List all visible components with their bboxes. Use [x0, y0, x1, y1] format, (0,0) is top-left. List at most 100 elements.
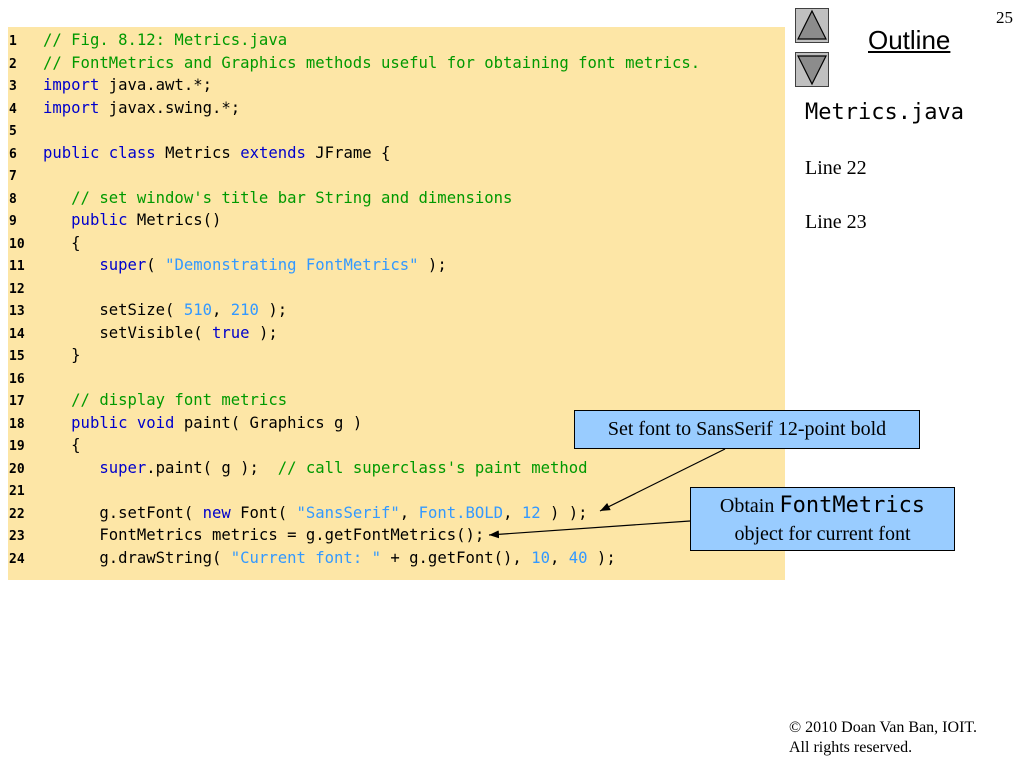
line-number: 4 [9, 101, 17, 117]
code-line: 20 super.paint( g ); // call superclass'… [8, 457, 785, 480]
code-plain: Metrics() [127, 211, 222, 229]
code-plain: g.drawString( [43, 548, 231, 567]
line-number: 23 [9, 529, 25, 544]
code-literal: "Demonstrating FontMetrics" [165, 256, 419, 274]
callout-text: Obtain [719, 495, 775, 517]
code-comment: // set window's title bar String and dim… [43, 188, 513, 207]
callout-line-1: Obtain FontMetrics [691, 492, 954, 520]
code-plain: FontMetrics metrics = g.getFontMetrics()… [43, 526, 485, 544]
code-line: 7 [8, 164, 785, 187]
code-plain: ); [249, 323, 278, 342]
code-literal: Font.BOLD [418, 503, 504, 522]
line-number: 7 [9, 169, 17, 184]
callout-text: Set font to SansSerif 12-point bold [607, 418, 887, 440]
line-number: 1 [9, 34, 17, 49]
line-number: 2 [9, 56, 17, 72]
code-comment: // FontMetrics and Graphics methods usef… [43, 53, 701, 72]
page-number: 25 [996, 8, 1013, 27]
code-keyword: public [43, 211, 128, 229]
code-keyword: void [127, 413, 175, 432]
code-line: 8 // set window's title bar String and d… [8, 187, 785, 210]
line-code: public void paint( Graphics g ) [43, 414, 362, 432]
outline-ref-line-22: Line 22 [805, 157, 867, 179]
code-literal: 210 [230, 301, 259, 319]
code-keyword: import [43, 98, 100, 117]
line-number: 8 [9, 191, 17, 207]
code-line: 13 setSize( 510, 210 ); [8, 299, 785, 322]
copyright-text: © 2010 Doan Van Ban, IOIT. [789, 719, 977, 736]
code-plain: { [43, 436, 81, 454]
code-keyword: super [43, 256, 147, 274]
line-number: 13 [9, 304, 25, 319]
code-line: 14 setVisible( true ); [8, 322, 785, 345]
nav-down-button[interactable] [795, 52, 829, 87]
line-number: 22 [9, 506, 25, 522]
code-literal: 12 [521, 503, 541, 522]
line-code: FontMetrics metrics = g.getFontMetrics()… [43, 526, 484, 544]
line-number: 20 [9, 461, 25, 477]
code-plain: setVisible( [43, 323, 212, 342]
code-plain: , [212, 301, 231, 319]
footer: © 2010 Doan Van Ban, IOIT. All rights re… [789, 718, 977, 758]
code-line: 10 { [8, 232, 785, 255]
line-number: 9 [9, 214, 17, 229]
line-code: } [43, 346, 81, 364]
callout-text: object for current font [734, 523, 911, 545]
line-code: import java.awt.*; [43, 76, 212, 94]
outline-link[interactable]: Outline [868, 25, 951, 55]
code-line: 9 public Metrics() [8, 209, 785, 232]
line-number: 14 [9, 326, 25, 342]
code-keyword: import [43, 76, 100, 94]
code-plain: ( [146, 256, 166, 274]
line-number: 12 [9, 281, 25, 297]
code-keyword: super [43, 458, 147, 477]
line-code: setVisible( true ); [43, 323, 278, 342]
code-line: 22 g.setFont( new Font( "SansSerif", Fon… [8, 502, 785, 525]
code-line: 4 import javax.swing.*; [8, 97, 785, 120]
outline-ref-line-23: Line 23 [805, 211, 867, 233]
up-triangle-icon [795, 8, 829, 43]
code-line: 11 super( "Demonstrating FontMetrics" ); [8, 254, 785, 277]
code-plain: { [43, 233, 81, 252]
code-line: 23 FontMetrics metrics = g.getFontMetric… [8, 524, 785, 547]
code-plain: } [43, 346, 81, 364]
code-literal: 40 [568, 548, 588, 567]
code-line: 15 } [8, 344, 785, 367]
code-plain: ) ); [540, 503, 588, 522]
code-plain: Font( [230, 503, 297, 522]
line-number: 11 [9, 259, 25, 274]
code-literal: 510 [183, 301, 212, 319]
line-number: 19 [9, 439, 25, 454]
line-code: g.drawString( "Current font: " + g.getFo… [43, 548, 615, 567]
code-literal: "SansSerif" [296, 503, 400, 522]
code-plain: + g.getFont(), [380, 548, 532, 567]
code-line: 21 [8, 479, 785, 502]
line-code: // display font metrics [43, 391, 287, 409]
code-line: 12 [8, 277, 785, 300]
code-keyword: new [202, 503, 231, 522]
code-comment: // Fig. 8.12: Metrics.java [43, 31, 288, 49]
code-line: 17 // display font metrics [8, 389, 785, 412]
nav-up-button[interactable] [795, 8, 829, 43]
line-number: 16 [9, 371, 25, 387]
line-code: super( "Demonstrating FontMetrics" ); [43, 256, 447, 274]
code-line: 1 // Fig. 8.12: Metrics.java [8, 29, 785, 52]
down-triangle-icon [795, 52, 829, 87]
line-code: // Fig. 8.12: Metrics.java [43, 31, 287, 49]
code-plain: ); [418, 256, 447, 274]
code-comment: // call superclass's paint method [277, 458, 588, 477]
line-code: public Metrics() [43, 211, 221, 229]
line-number: 24 [9, 551, 25, 567]
code-plain: , [549, 548, 569, 567]
code-plain: setSize( [43, 301, 184, 319]
code-listing: 1 // Fig. 8.12: Metrics.java 2 // FontMetri… [8, 27, 785, 580]
line-number: 5 [9, 124, 17, 139]
code-plain: .paint( g ); [146, 458, 278, 477]
code-plain: Metrics [155, 143, 241, 162]
line-code: import javax.swing.*; [43, 99, 240, 117]
callout-fontmetrics: Obtain FontMetrics object for current fo… [690, 487, 955, 551]
line-code: // FontMetrics and Graphics methods usef… [43, 54, 700, 72]
callout-code-term: FontMetrics [779, 493, 926, 518]
